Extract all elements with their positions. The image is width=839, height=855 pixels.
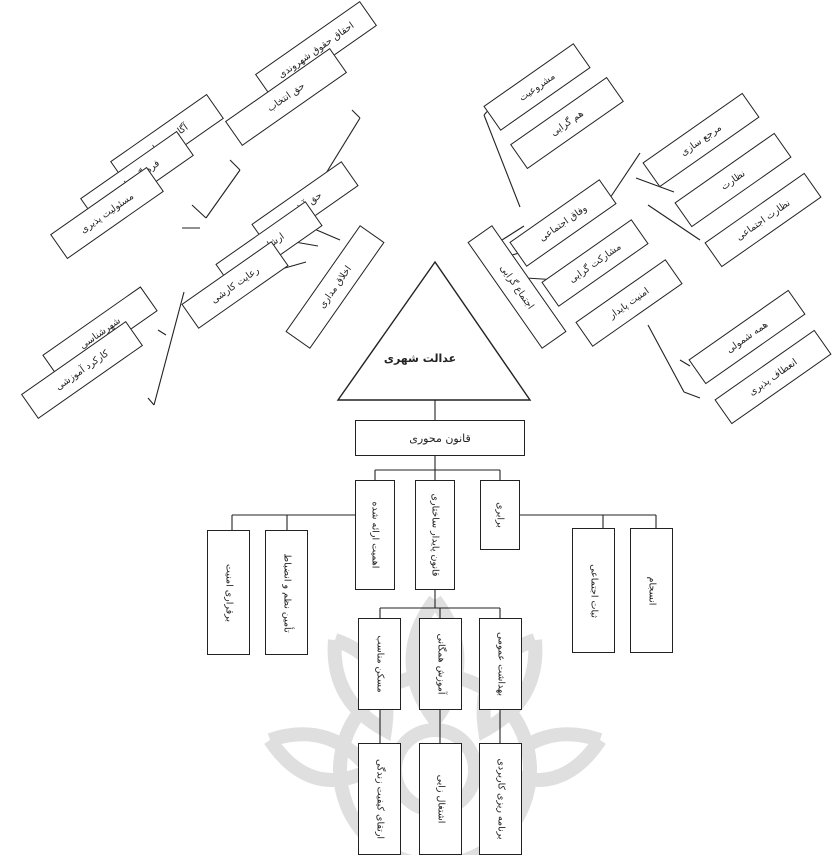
hub-box: قانون محوری [355,420,525,456]
bottom-right-leaf-2: انسجام [630,528,673,653]
bottom-child-3: برابری [480,480,520,550]
bottom-left-leaf-2: تأمین نظم و انضباط [265,530,308,655]
central-concept-label: عدالت شهری [383,352,457,365]
central-triangle [336,260,532,401]
final-leaf-3: برنامه ریزی کاربردی [479,743,522,855]
bottom-right-leaf-1: ثبات اجتماعی [572,528,615,653]
bottom-child-2: قانون پایدار ساختاری [415,480,455,590]
bottom-child-1: اهمیت ارائه شده [355,480,395,590]
bottom-left-leaf-1: برقراری امنیت [207,530,250,655]
final-leaf-1: ارتقای کیفیت زندگی [358,743,401,855]
middle-leaf-3: بهداشت عمومی [479,618,522,710]
middle-leaf-2: آموزش همگانی [419,618,462,710]
middle-leaf-1: مسکن مناسب [358,618,401,710]
final-leaf-2: اشتغال زایی [419,743,462,855]
